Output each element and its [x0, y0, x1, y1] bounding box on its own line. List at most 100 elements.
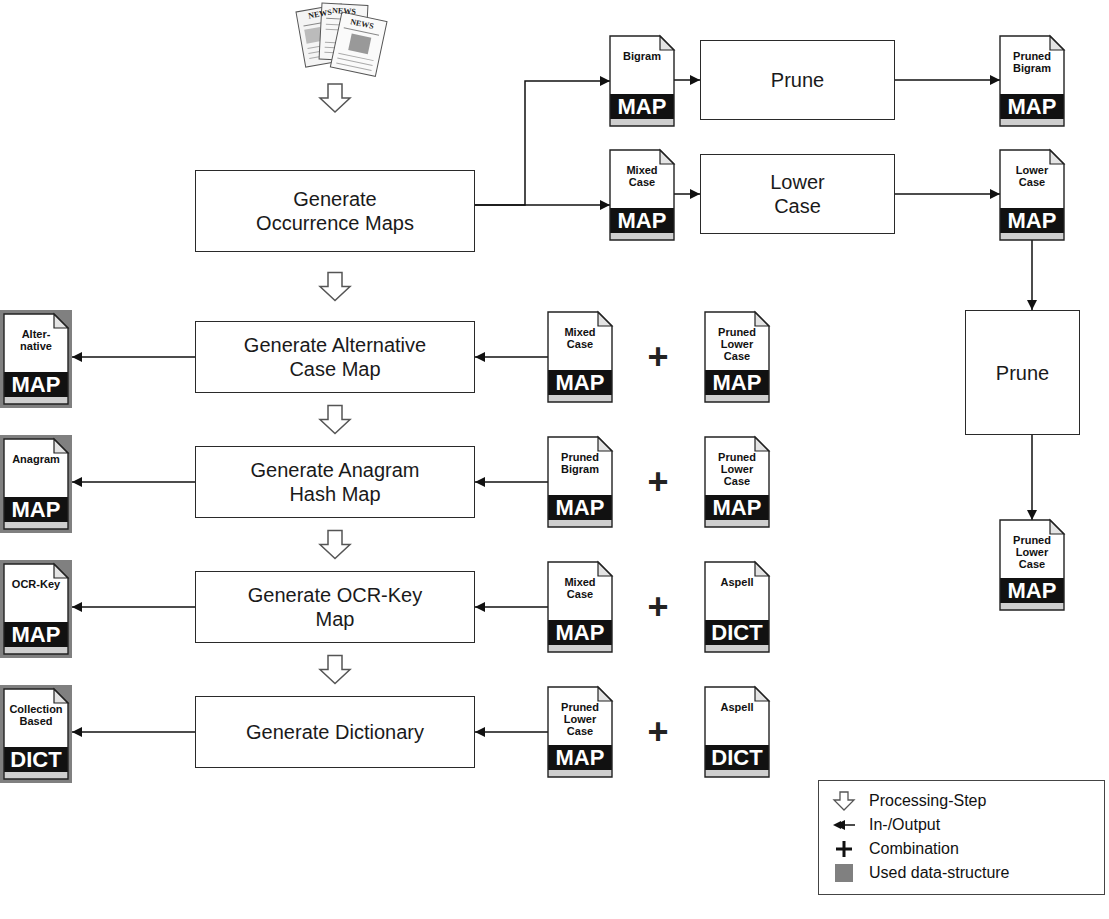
data-document: Pruned Lower CaseMAP	[548, 687, 612, 777]
data-document: Mixed CaseMAP	[610, 150, 674, 240]
step-label: Lower Case	[758, 170, 838, 218]
legend-row: Processing-Step	[829, 789, 1094, 813]
step-label: Generate OCR-Key Map	[230, 583, 440, 631]
document-type: MAP	[618, 94, 667, 119]
document-type: MAP	[12, 372, 61, 397]
io-arrow	[895, 79, 1000, 81]
io-arrow	[72, 356, 195, 358]
process-box: Generate Occurrence Maps	[195, 170, 475, 252]
legend-swatch	[835, 864, 853, 882]
legend-symbol	[829, 815, 859, 835]
document-type: MAP	[556, 495, 605, 520]
io-arrow	[475, 204, 610, 206]
used-data-structure: OCR-KeyMAP	[0, 560, 72, 658]
io-arrow	[895, 193, 1000, 195]
document-type: DICT	[711, 745, 762, 770]
processing-step-arrow	[320, 531, 350, 559]
legend-row: Used data-structure	[829, 861, 1094, 885]
document-title: Pruned Lower Case	[551, 701, 609, 737]
legend-symbol	[829, 839, 859, 859]
data-document: Mixed CaseMAP	[548, 312, 612, 402]
data-document: Mixed CaseMAP	[548, 562, 612, 652]
processing-step-arrow	[320, 273, 350, 301]
step-label: Prune	[996, 361, 1049, 385]
used-data-structure: AnagramMAP	[0, 435, 72, 533]
document-type: MAP	[556, 370, 605, 395]
document-title: Pruned Bigram	[551, 451, 609, 475]
data-document: Pruned Lower CaseMAP	[1000, 520, 1064, 610]
processing-step-arrow	[320, 84, 350, 112]
data-document: BigramMAP	[610, 36, 674, 126]
data-document: Pruned BigramMAP	[1000, 36, 1064, 126]
combination-sign: +	[647, 336, 668, 378]
io-arrow	[475, 731, 548, 733]
process-box: Generate OCR-Key Map	[195, 571, 475, 643]
newspaper-stack	[296, 3, 387, 76]
io-arrow	[674, 193, 700, 195]
document-title: Pruned Lower Case	[708, 451, 766, 487]
io-arrow	[475, 356, 548, 358]
document-title: Collection Based	[7, 703, 65, 727]
process-box: Generate Anagram Hash Map	[195, 446, 475, 518]
document-type: MAP	[713, 370, 762, 395]
io-arrow	[1031, 240, 1033, 310]
processing-step-arrow	[320, 406, 350, 434]
legend-row: Combination	[829, 837, 1094, 861]
document-type: DICT	[711, 620, 762, 645]
document-type: MAP	[1008, 208, 1057, 233]
document-type: MAP	[1008, 578, 1057, 603]
used-data-structure: Collection BasedDICT	[0, 685, 72, 783]
process-box: Prune	[965, 310, 1080, 435]
legend-text: Combination	[869, 840, 959, 858]
data-document: AspellDICT	[705, 562, 769, 652]
legend-text: Processing-Step	[869, 792, 986, 810]
document-type: MAP	[618, 208, 667, 233]
document-title: Pruned Bigram	[1003, 50, 1061, 74]
io-arrow	[475, 606, 548, 608]
legend-symbol	[829, 791, 859, 811]
legend-text: In-/Output	[869, 816, 940, 834]
process-box: Generate Alternative Case Map	[195, 321, 475, 393]
process-box: Generate Dictionary	[195, 696, 475, 768]
document-title: Bigram	[623, 50, 661, 62]
data-document: AspellDICT	[705, 687, 769, 777]
step-label: Generate Occurrence Maps	[240, 187, 430, 235]
document-title: Aspell	[720, 576, 753, 588]
data-document: Pruned Lower CaseMAP	[705, 312, 769, 402]
process-box: Lower Case	[700, 154, 895, 234]
masthead-text: NEWS	[332, 6, 356, 16]
io-arrow	[72, 731, 195, 733]
document-title: Mixed Case	[551, 576, 609, 600]
legend-text: Used data-structure	[869, 864, 1010, 882]
legend-row: In-/Output	[829, 813, 1094, 837]
data-document: Pruned BigramMAP	[548, 437, 612, 527]
document-type: MAP	[12, 622, 61, 647]
document-title: OCR-Key	[12, 578, 60, 590]
document-type: MAP	[556, 745, 605, 770]
used-data-structure: Alter- nativeMAP	[0, 310, 72, 408]
step-label: Generate Anagram Hash Map	[230, 458, 440, 506]
document-title: Lower Case	[1003, 164, 1061, 188]
io-arrow	[674, 79, 700, 81]
document-type: DICT	[10, 747, 61, 772]
io-arrow	[475, 481, 548, 483]
io-arrow	[1031, 435, 1033, 520]
io-arrow	[475, 81, 610, 205]
step-label: Prune	[771, 68, 824, 92]
document-type: MAP	[713, 495, 762, 520]
processing-step-arrow	[320, 656, 350, 684]
data-document: Lower CaseMAP	[1000, 150, 1064, 240]
process-box: Prune	[700, 40, 895, 120]
document-type: MAP	[556, 620, 605, 645]
legend-box: Processing-StepIn-/OutputCombinationUsed…	[818, 780, 1105, 895]
step-label: Generate Alternative Case Map	[230, 333, 440, 381]
combination-sign: +	[647, 461, 668, 503]
document-title: Anagram	[12, 453, 60, 465]
document-title: Pruned Lower Case	[708, 326, 766, 362]
io-arrow	[72, 606, 195, 608]
combination-sign: +	[647, 711, 668, 753]
document-title: Mixed Case	[551, 326, 609, 350]
document-title: Aspell	[720, 701, 753, 713]
io-arrow	[72, 481, 195, 483]
data-document: Pruned Lower CaseMAP	[705, 437, 769, 527]
